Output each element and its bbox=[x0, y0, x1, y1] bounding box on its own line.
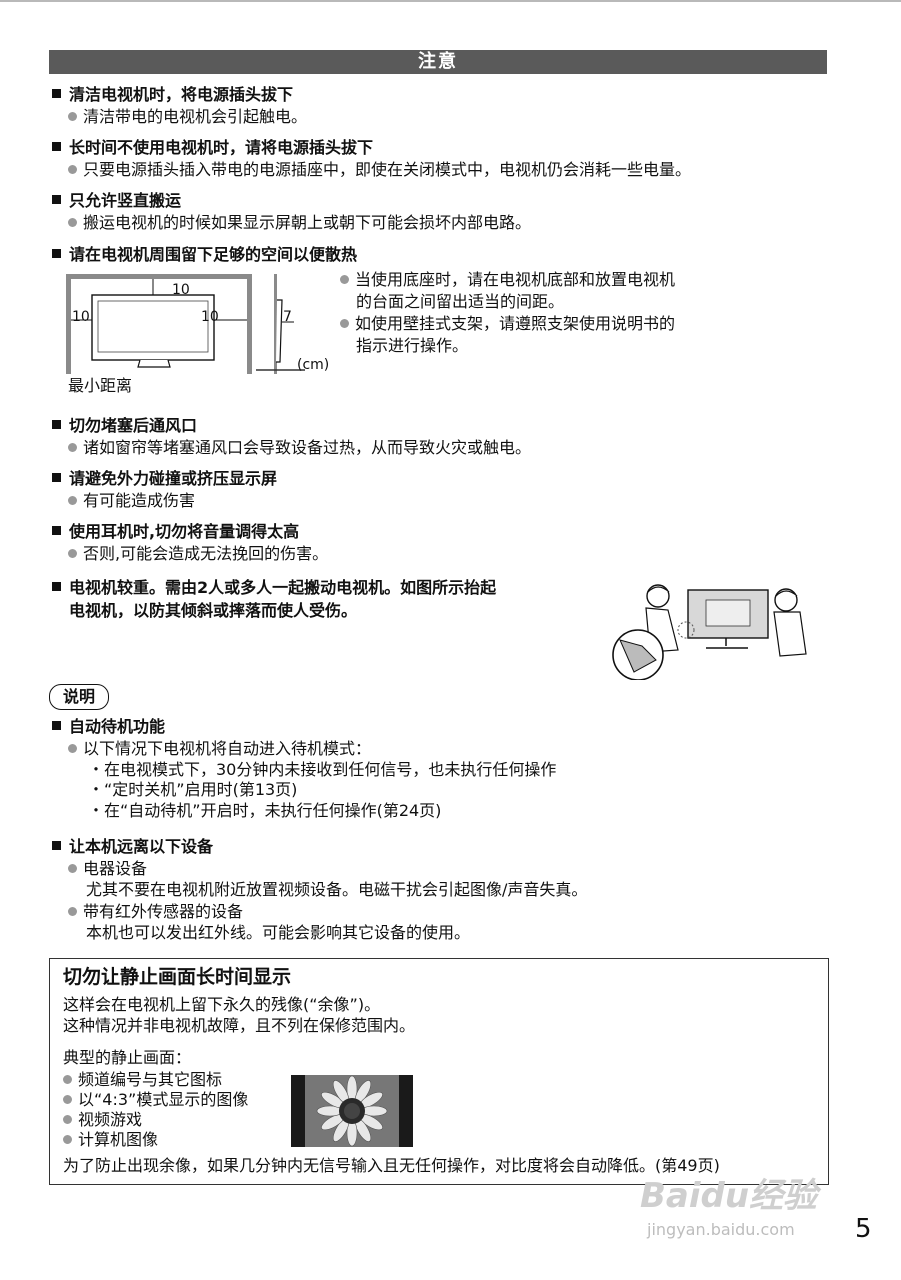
top-border bbox=[0, 0, 901, 2]
note-tag: 说明 bbox=[49, 684, 109, 710]
bullet-icon bbox=[68, 549, 77, 558]
ventilation-space-diagram bbox=[66, 274, 305, 374]
diagram-label-top: 10 bbox=[172, 282, 190, 298]
diagram-label-left: 10 bbox=[72, 309, 90, 325]
note-heading-1: 自动待机功能 bbox=[52, 717, 165, 737]
bullet-icon bbox=[68, 496, 77, 505]
bullet-icon bbox=[68, 218, 77, 227]
diagram-label-side: 7 bbox=[283, 309, 292, 325]
box-item: 计算机图像 bbox=[63, 1130, 158, 1150]
two-person-carry-illustration bbox=[612, 584, 807, 680]
caution-header: 注意 bbox=[49, 50, 827, 74]
caution-heading-8-cont: 电视机，以防其倾斜或摔落而使人受伤。 bbox=[69, 601, 358, 620]
caution-item-cont: 指示进行操作。 bbox=[356, 336, 469, 355]
caution-heading-5: 切勿堵塞后通风口 bbox=[52, 416, 197, 436]
caution-heading-8: 电视机较重。需由2人或多人一起搬动电视机。如图所示抬起 bbox=[52, 578, 496, 598]
box-line: 这样会在电视机上留下永久的残像(“余像”)。 bbox=[63, 995, 381, 1014]
note-item-cont: 本机也可以发出红外线。可能会影响其它设备的使用。 bbox=[86, 923, 471, 942]
square-bullet-icon bbox=[52, 526, 61, 535]
note-subitem: ・在“自动待机”开启时，未执行任何操作(第24页) bbox=[88, 801, 442, 820]
box-item: 以“4:3”模式显示的图像 bbox=[63, 1090, 248, 1110]
square-bullet-icon bbox=[52, 195, 61, 204]
caution-item: 否则,可能会造成无法挽回的伤害。 bbox=[68, 544, 328, 564]
note-item-cont: 尤其不要在电视机附近放置视频设备。电磁干扰会引起图像/声音失真。 bbox=[86, 880, 588, 899]
box-footer: 为了防止出现余像，如果几分钟内无信号输入且无任何操作，对比度将会自动降低。(第4… bbox=[63, 1156, 720, 1175]
bullet-icon bbox=[340, 319, 349, 328]
box-title: 切勿让静止画面长时间显示 bbox=[63, 966, 292, 988]
note-subitem: ・在电视模式下，30分钟内未接收到任何信号，也未执行任何操作 bbox=[88, 760, 557, 779]
bullet-icon bbox=[68, 112, 77, 121]
bullet-icon bbox=[68, 744, 77, 753]
bullet-icon bbox=[68, 443, 77, 452]
caution-item-cont: 的台面之间留出适当的间距。 bbox=[356, 292, 565, 311]
caution-item: 只要电源插头插入带电的电源插座中，即使在关闭模式中，电视机仍会消耗一些电量。 bbox=[68, 160, 691, 180]
bullet-icon bbox=[68, 165, 77, 174]
caution-item: 如使用壁挂式支架，请遵照支架使用说明书的 bbox=[340, 314, 675, 334]
box-line: 这种情况并非电视机故障，且不列在保修范围内。 bbox=[63, 1016, 416, 1035]
watermark-url: jingyan.baidu.com bbox=[647, 1220, 795, 1239]
static-image-warning-box bbox=[49, 958, 829, 1185]
caution-heading-4: 请在电视机周围留下足够的空间以便散热 bbox=[52, 245, 357, 265]
caution-heading-3: 只允许竖直搬运 bbox=[52, 191, 181, 211]
watermark-logo: Baidu经验 bbox=[640, 1176, 818, 1216]
box-item: 视频游戏 bbox=[63, 1110, 142, 1130]
square-bullet-icon bbox=[52, 582, 61, 591]
square-bullet-icon bbox=[52, 473, 61, 482]
square-bullet-icon bbox=[52, 841, 61, 850]
tv-side-icon bbox=[276, 299, 283, 363]
note-item: 以下情况下电视机将自动进入待机模式： bbox=[68, 739, 371, 759]
caution-item: 有可能造成伤害 bbox=[68, 491, 195, 511]
bullet-icon bbox=[340, 275, 349, 284]
box-item: 频道编号与其它图标 bbox=[63, 1070, 222, 1090]
square-bullet-icon bbox=[52, 89, 61, 98]
side-wall bbox=[274, 274, 277, 374]
caution-heading-6: 请避免外力碰撞或挤压显示屏 bbox=[52, 469, 277, 489]
bullet-icon bbox=[63, 1115, 72, 1124]
bullet-icon bbox=[68, 907, 77, 916]
page-number: 5 bbox=[855, 1214, 872, 1244]
diagram-caption: 最小距离 bbox=[68, 376, 133, 395]
diagram-unit: (cm) bbox=[297, 357, 330, 373]
square-bullet-icon bbox=[52, 249, 61, 258]
note-subitem: ・“定时关机”启用时(第13页) bbox=[88, 780, 298, 799]
note-item: 电器设备 bbox=[68, 859, 147, 879]
sunflower-4-3-image bbox=[291, 1075, 413, 1147]
caution-heading-1: 清洁电视机时，将电源插头拔下 bbox=[52, 85, 293, 105]
bullet-icon bbox=[68, 864, 77, 873]
note-heading-2: 让本机远离以下设备 bbox=[52, 837, 213, 857]
caution-item: 搬运电视机的时候如果显示屏朝上或朝下可能会损坏内部电路。 bbox=[68, 213, 531, 233]
square-bullet-icon bbox=[52, 721, 61, 730]
box-typical-label: 典型的静止画面： bbox=[63, 1048, 192, 1067]
caution-heading-7: 使用耳机时,切勿将音量调得太高 bbox=[52, 522, 299, 542]
caution-item: 诸如窗帘等堵塞通风口会导致设备过热，从而导致火灾或触电。 bbox=[68, 438, 531, 458]
bullet-icon bbox=[63, 1135, 72, 1144]
square-bullet-icon bbox=[52, 420, 61, 429]
bullet-icon bbox=[63, 1075, 72, 1084]
diagram-label-right: 10 bbox=[201, 309, 219, 325]
square-bullet-icon bbox=[52, 142, 61, 151]
caution-item: 当使用底座时，请在电视机底部和放置电视机 bbox=[340, 270, 675, 290]
note-item: 带有红外传感器的设备 bbox=[68, 902, 243, 922]
caution-heading-2: 长时间不使用电视机时，请将电源插头拔下 bbox=[52, 138, 373, 158]
bullet-icon bbox=[63, 1095, 72, 1104]
caution-item: 清洁带电的电视机会引起触电。 bbox=[68, 107, 307, 127]
